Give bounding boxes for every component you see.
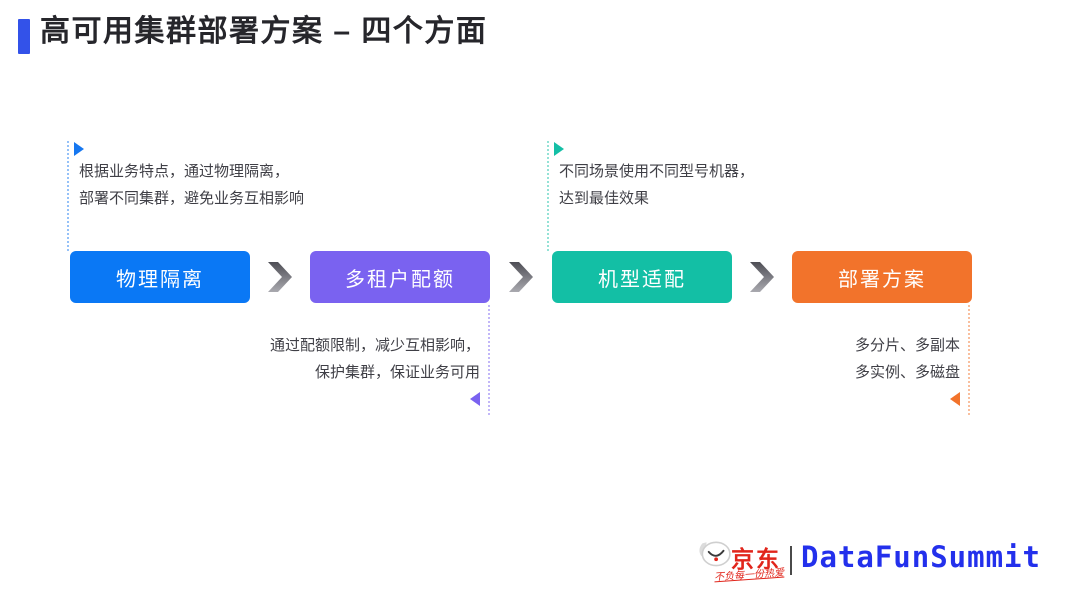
annotation-top-right: 不同场景使用不同型号机器， 达到最佳效果 (559, 158, 754, 212)
datafun-summit-wordmark: DataFunSummit (801, 540, 1041, 574)
triangle-marker-icon (74, 142, 84, 156)
dotted-connector-line (968, 305, 970, 415)
dotted-connector-line (547, 141, 549, 251)
page-title: 高可用集群部署方案 – 四个方面 (40, 15, 488, 48)
chevron-right-icon (268, 262, 292, 292)
annotation-line: 保护集群，保证业务可用 (314, 364, 480, 381)
step-box-multi-tenant-quota: 多租户配额 (310, 251, 490, 303)
triangle-marker-icon (470, 392, 480, 406)
chevron-right-icon (750, 262, 774, 292)
step-box-deployment-plan: 部署方案 (792, 251, 972, 303)
annotation-bottom-left: 通过配额限制，减少互相影响， 保护集群，保证业务可用 (180, 332, 480, 386)
step-box-machine-type-fit: 机型适配 (552, 251, 732, 303)
title-accent-bar (18, 19, 30, 54)
triangle-marker-icon (950, 392, 960, 406)
jd-wordmark: 京东 (731, 546, 781, 572)
annotation-line: 达到最佳效果 (559, 190, 650, 207)
dotted-connector-line (488, 305, 490, 415)
chevron-right-icon (509, 262, 533, 292)
dotted-connector-line (67, 141, 69, 251)
logo-divider (790, 546, 792, 575)
annotation-bottom-right: 多分片、多副本 多实例、多磁盘 (660, 332, 960, 386)
jd-mascot-icon (699, 541, 731, 567)
annotation-line: 部署不同集群，避免业务互相影响 (79, 190, 305, 207)
step-box-physical-isolation: 物理隔离 (70, 251, 250, 303)
annotation-line: 根据业务特点，通过物理隔离， (79, 163, 290, 180)
annotation-line: 不同场景使用不同型号机器， (559, 163, 755, 180)
annotation-top-left: 根据业务特点，通过物理隔离， 部署不同集群，避免业务互相影响 (79, 158, 304, 212)
annotation-line: 通过配额限制，减少互相影响， (269, 337, 480, 354)
triangle-marker-icon (554, 142, 564, 156)
annotation-line: 多分片、多副本 (854, 337, 960, 354)
annotation-line: 多实例、多磁盘 (854, 364, 960, 381)
